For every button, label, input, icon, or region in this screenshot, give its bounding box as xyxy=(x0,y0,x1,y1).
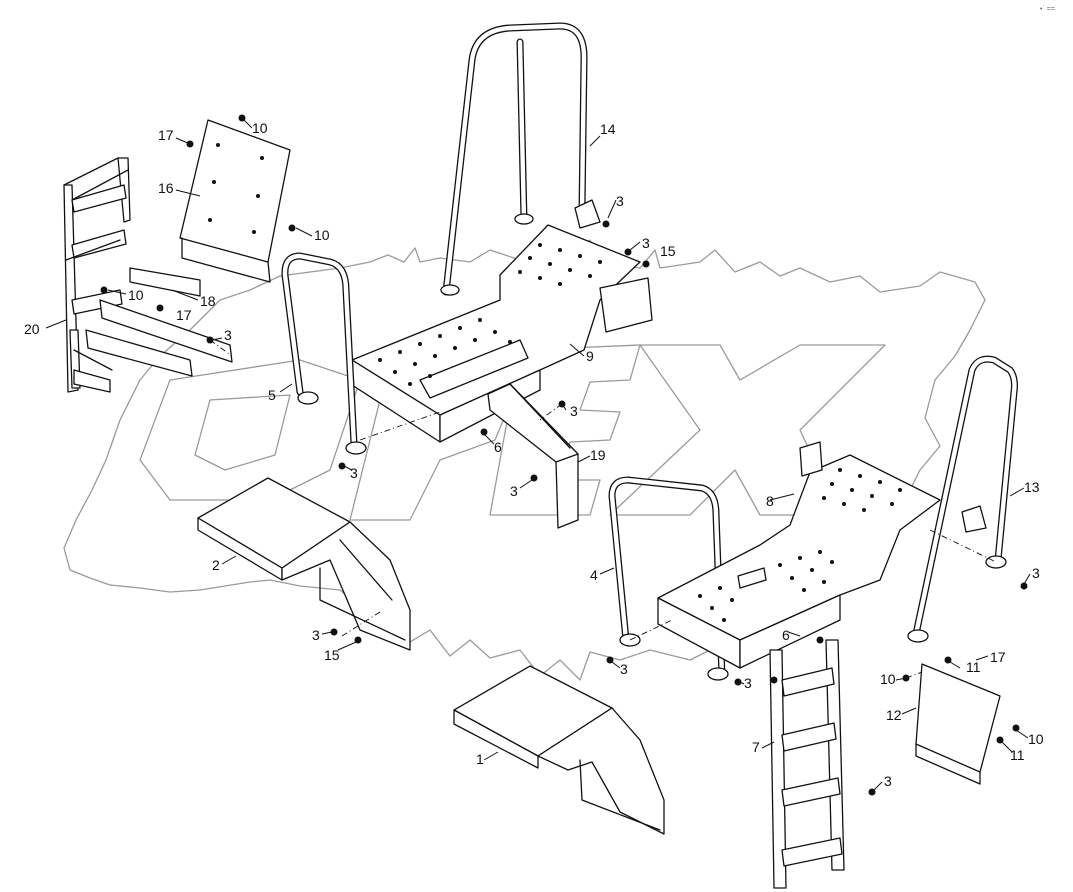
corner-mark: •˙ == xyxy=(1040,5,1055,13)
platform-8-perforations xyxy=(698,468,902,622)
callout-17: 17 xyxy=(990,649,1006,665)
callout-16: 16 xyxy=(158,180,174,196)
callout-18: 18 xyxy=(200,293,216,309)
part-20-left-ladder xyxy=(63,157,233,393)
callout-10: 10 xyxy=(128,287,144,303)
callout-10: 10 xyxy=(880,671,896,687)
callout-4: 4 xyxy=(590,567,598,583)
callout-1: 1 xyxy=(476,751,484,767)
callout-10: 10 xyxy=(252,120,268,136)
callout-3: 3 xyxy=(620,661,628,677)
callout-11: 11 xyxy=(1010,747,1025,763)
part-18-bracket xyxy=(129,267,201,297)
part-1-step xyxy=(453,665,665,835)
platform-9-perforations xyxy=(378,243,602,386)
fasteners xyxy=(100,114,1028,796)
callout-15: 15 xyxy=(324,647,340,663)
callout-10: 10 xyxy=(314,227,330,243)
callout-12: 12 xyxy=(886,707,902,723)
callout-17: 17 xyxy=(158,127,174,143)
part-2-step xyxy=(197,477,411,651)
callout-9: 9 xyxy=(586,348,594,364)
part-8-right-platform xyxy=(657,441,941,669)
callout-6: 6 xyxy=(494,439,502,455)
callout-labels: 10 17 16 10 10 18 17 20 3 14 3 3 15 9 5 … xyxy=(24,120,1044,789)
callout-3: 3 xyxy=(312,627,320,643)
callout-13: 13 xyxy=(1024,479,1040,495)
part-19-bracket xyxy=(487,383,579,529)
callout-3: 3 xyxy=(1032,565,1040,581)
callout-3: 3 xyxy=(642,235,650,251)
callout-3: 3 xyxy=(350,465,358,481)
part-12-panel xyxy=(915,663,1001,785)
callout-7: 7 xyxy=(752,739,760,755)
part-13-right-handrail xyxy=(907,355,1018,643)
callout-6: 6 xyxy=(782,627,790,643)
callout-3: 3 xyxy=(510,483,518,499)
part-14-top-handrail xyxy=(440,22,601,296)
callout-3: 3 xyxy=(884,773,892,789)
callout-8: 8 xyxy=(766,493,774,509)
callout-3: 3 xyxy=(616,193,624,209)
part-4-center-handrail xyxy=(608,476,729,681)
callout-2: 2 xyxy=(212,557,220,573)
callout-10: 10 xyxy=(1028,731,1044,747)
callout-3: 3 xyxy=(570,403,578,419)
callout-15: 15 xyxy=(660,243,676,259)
part-16-panel xyxy=(179,119,291,283)
callout-19: 19 xyxy=(590,447,606,463)
callout-3: 3 xyxy=(224,327,232,343)
callout-14: 14 xyxy=(600,121,616,137)
part-7-right-ladder xyxy=(769,639,845,889)
part-5-left-handrail xyxy=(281,252,367,455)
callout-20: 20 xyxy=(24,321,40,337)
assembly-lines xyxy=(209,339,997,679)
callout-3: 3 xyxy=(744,675,752,691)
callout-11: 11 xyxy=(966,659,981,675)
leader-lines xyxy=(45,117,1031,791)
callout-17: 17 xyxy=(176,307,192,323)
callout-5: 5 xyxy=(268,387,276,403)
